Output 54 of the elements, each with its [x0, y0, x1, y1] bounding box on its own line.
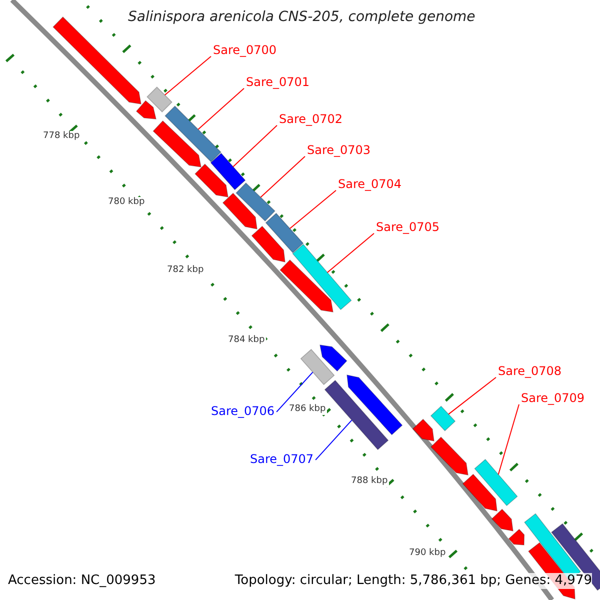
gene-feature: [194, 164, 228, 198]
gene-feature: [508, 528, 525, 546]
gene-block: [265, 212, 304, 254]
gene-block: [146, 86, 172, 112]
leader-line: [326, 232, 374, 273]
gene-feature: [222, 192, 258, 230]
leader-line: [315, 420, 352, 460]
gene-block: [430, 406, 456, 432]
gene-label: Sare_0706: [211, 404, 275, 418]
gene-label: Sare_0708: [498, 364, 562, 378]
leader-line: [276, 372, 314, 412]
gene-block: [292, 244, 352, 310]
leader-line: [289, 190, 336, 230]
gene-label: Sare_0701: [246, 75, 310, 90]
gene-block: [210, 152, 246, 190]
scale-label: 782 kbp: [166, 265, 205, 276]
gene-feature: [462, 474, 498, 512]
leader-line: [232, 124, 278, 168]
gene-label: Sare_0700: [213, 43, 277, 58]
scale-label: 786 kbp: [288, 404, 327, 415]
scale-label: 778 kbp: [42, 131, 81, 142]
leader-line: [448, 376, 496, 415]
gene-feature: [412, 418, 434, 442]
gene-feature: [251, 226, 286, 263]
gene-feature: [280, 259, 334, 312]
gene-label: Sare_0709: [521, 391, 585, 406]
gene-feature: [136, 100, 157, 120]
gene-block: [324, 380, 389, 450]
scale-label: 790 kbp: [408, 548, 447, 559]
gene-block: [236, 182, 276, 222]
gene-label: Sare_0707: [250, 452, 314, 466]
leader-line: [260, 156, 306, 198]
scale-label: 784 kbp: [227, 335, 266, 346]
leader-line: [164, 56, 212, 96]
gene-block: [164, 106, 222, 162]
gene-label: Sare_0703: [307, 143, 371, 158]
gene-block: [550, 523, 600, 591]
leader-line: [198, 88, 244, 130]
gene-feature: [346, 374, 403, 436]
gene-block: [300, 348, 335, 386]
gene-feature: [491, 508, 514, 532]
gene-block: [474, 458, 518, 506]
gene-feature: [320, 344, 348, 372]
gene-feature: [152, 120, 202, 168]
gene-label: Sare_0705: [376, 220, 440, 234]
gene-feature: [430, 436, 468, 476]
leader-line: [498, 404, 520, 476]
gene-label: Sare_0702: [279, 112, 343, 126]
scale-label: 780 kbp: [107, 197, 146, 208]
gene-label: Sare_0704: [338, 177, 402, 192]
genome-info: Topology: circular; Length: 5,786,361 bp; Genes: 4,979: [234, 573, 592, 589]
scale-label: 788 kbp: [350, 476, 389, 487]
genome-info: Accession: NC_009953: [8, 573, 156, 589]
title: Salinispora arenicola CNS-205, complete genome: [128, 9, 476, 26]
